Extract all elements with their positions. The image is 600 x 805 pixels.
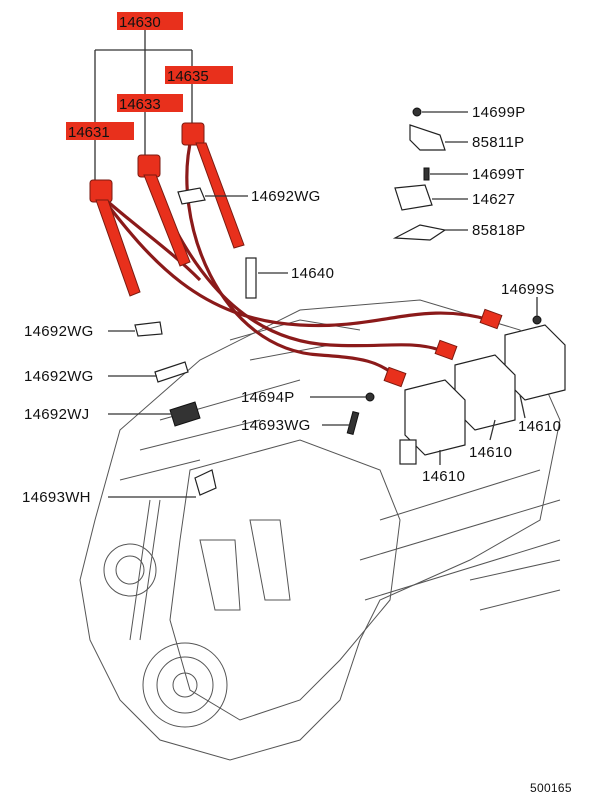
svg-text:14635: 14635 [167, 68, 209, 85]
highlight-box [117, 94, 183, 112]
callout-14692WJ[interactable]: 14692WJ [24, 406, 89, 423]
callout-14694P[interactable]: 14694P [241, 389, 295, 406]
callout-14692WG[interactable]: 14692WG [24, 323, 94, 340]
callout-14610[interactable]: 14610 [422, 468, 465, 485]
part-label-14635[interactable]: 14635 [165, 66, 233, 85]
callout-14699P[interactable]: 14699P [472, 104, 526, 121]
callout-leaders [108, 111, 538, 498]
svg-text:14630: 14630 [119, 14, 161, 31]
callout-14699S[interactable]: 14699S [501, 281, 555, 298]
callout-14610[interactable]: 14610 [518, 418, 561, 435]
diagram-id: 500165 [530, 781, 572, 795]
callout-14627[interactable]: 14627 [472, 191, 515, 208]
highlight-box [117, 12, 183, 30]
svg-text:14631: 14631 [68, 124, 110, 141]
wire-set-leaders [94, 30, 193, 185]
highlighted-part-labels: 14630 14635 14633 14631 [66, 12, 233, 141]
callout-labels: 14699P 85811P 14699T 14627 85818P 14692W… [22, 104, 561, 506]
callout-85811P[interactable]: 85811P [472, 134, 524, 151]
part-label-14633[interactable]: 14633 [117, 94, 183, 113]
small-parts [134, 107, 542, 496]
highlight-box [165, 66, 233, 84]
highlight-box [66, 122, 134, 140]
callout-14640[interactable]: 14640 [291, 265, 334, 282]
callout-14693WH[interactable]: 14693WH [22, 489, 91, 506]
callout-14699T[interactable]: 14699T [472, 166, 525, 183]
callout-14692WG[interactable]: 14692WG [24, 368, 94, 385]
callout-85818P[interactable]: 85818P [472, 222, 526, 239]
svg-text:14633: 14633 [119, 96, 161, 113]
callout-14610[interactable]: 14610 [469, 444, 512, 461]
spark-plug-wires [89, 122, 503, 388]
ignition-coils [399, 324, 566, 465]
part-label-14631[interactable]: 14631 [66, 122, 134, 141]
callout-14692WG[interactable]: 14692WG [251, 188, 321, 205]
part-label-14630[interactable]: 14630 [117, 12, 183, 31]
callout-14693WG[interactable]: 14693WG [241, 417, 311, 434]
